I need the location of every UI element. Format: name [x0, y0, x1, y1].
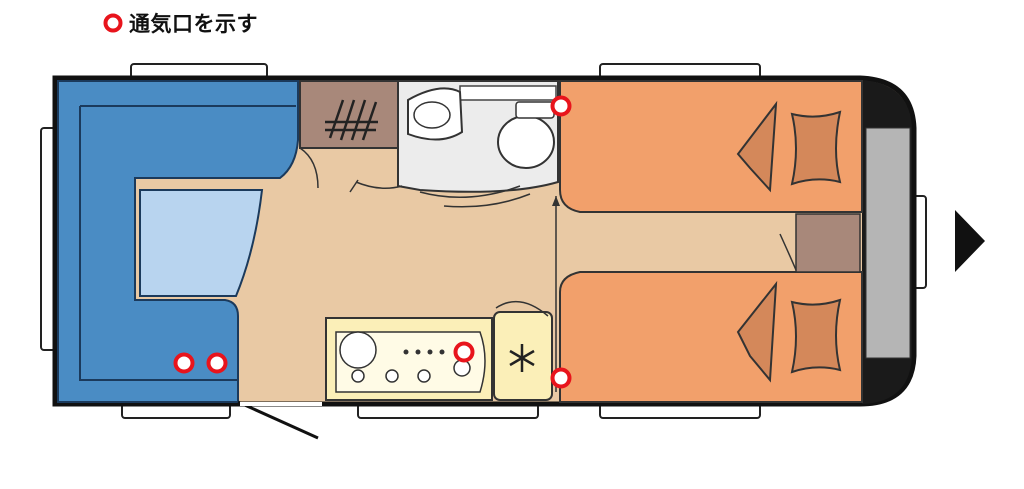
aisle-arrow-head: [552, 196, 560, 206]
washroom-door-swing: [355, 181, 531, 208]
toilet: [497, 101, 555, 169]
bed-lower: [559, 271, 863, 403]
sink-basin: [407, 87, 464, 141]
vent-markers: [173, 95, 572, 389]
bed-upper: [559, 80, 863, 213]
washroom-window: [459, 85, 557, 101]
hob-knobs: [403, 349, 445, 355]
direction-arrow-icon: [955, 210, 985, 272]
hob-and-sink: [335, 331, 486, 393]
vent-marker-dinette-left: [173, 352, 195, 374]
entrance-door: [237, 400, 319, 440]
legend: 通気口を示す: [103, 8, 258, 38]
vent-marker-washroom: [550, 95, 572, 117]
dinette-seating: [57, 80, 299, 403]
snowflake-icon: [509, 344, 535, 372]
vent-marker-bed: [550, 367, 572, 389]
blanket-upper: [736, 100, 778, 193]
blanket-lower: [736, 280, 778, 383]
front-window: [865, 127, 911, 359]
front-storage: [795, 213, 861, 273]
hanger-rail: [325, 99, 378, 141]
legend-label: 通気口を示す: [129, 12, 258, 36]
vent-marker-dinette-right: [206, 352, 228, 374]
vent-marker-kitchen: [453, 341, 475, 363]
storage-door-swing: [779, 233, 797, 271]
dinette-table: [139, 189, 264, 297]
wardrobe-door-swing: [299, 147, 319, 189]
pillow-upper: [790, 110, 842, 186]
fridge-door-swing: [495, 300, 549, 317]
ring-marker-icon: [103, 13, 123, 33]
dinette-inner-edge: [79, 105, 296, 381]
pillow-lower: [790, 298, 842, 374]
